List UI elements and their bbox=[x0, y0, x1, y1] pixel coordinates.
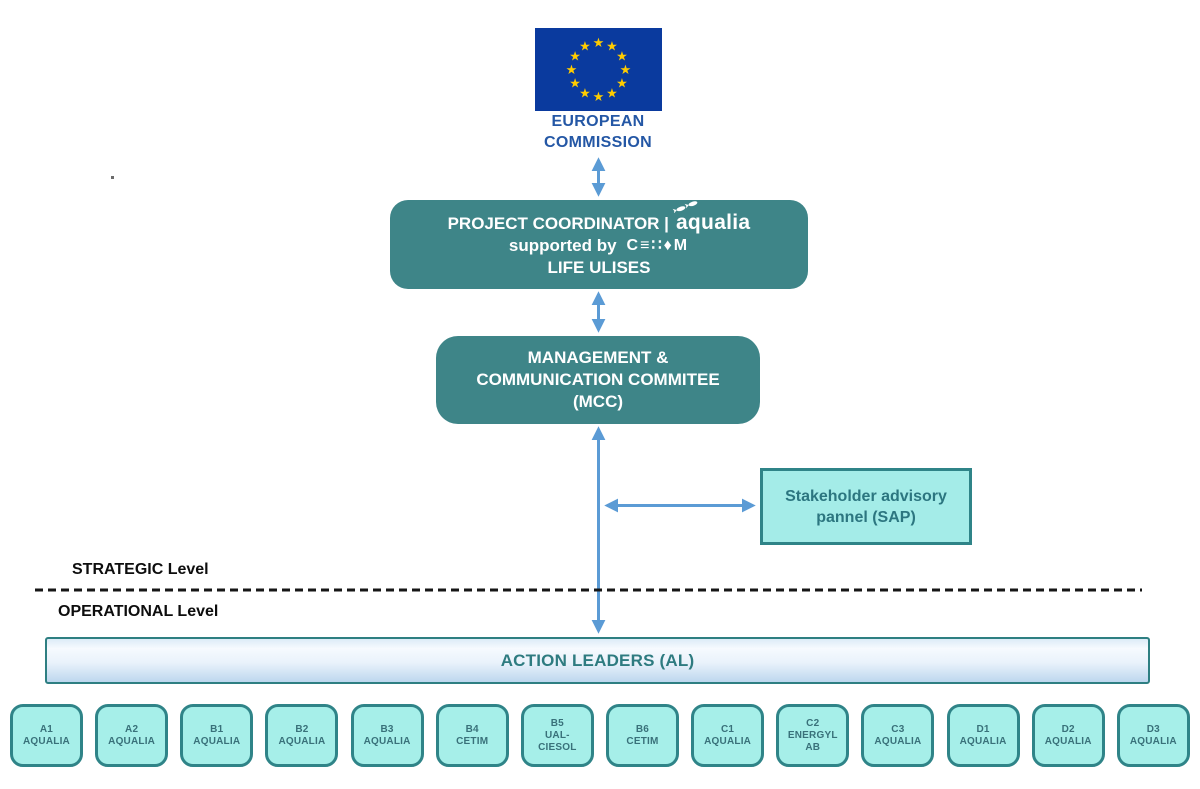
eu-flag-field bbox=[535, 28, 662, 111]
action-box: B6 CETIM bbox=[605, 704, 679, 767]
aqualia-logo: aqualia bbox=[672, 200, 751, 235]
eu-flag-stars: ★★★★★★★★★★★★ bbox=[566, 35, 632, 104]
svg-text:★: ★ bbox=[606, 39, 618, 54]
svg-text:★: ★ bbox=[569, 49, 581, 64]
supported-by-label: supported by bbox=[508, 235, 617, 255]
life-ulises-label: LIFE ULISES bbox=[547, 257, 651, 277]
action-box: B1 AQUALIA bbox=[180, 704, 254, 767]
action-box: C3 AQUALIA bbox=[861, 704, 935, 767]
stray-dot bbox=[111, 176, 114, 179]
action-box: A2 AQUALIA bbox=[95, 704, 169, 767]
action-box: C2 ENERGYL AB bbox=[776, 704, 850, 767]
svg-text:★: ★ bbox=[616, 76, 628, 91]
action-box: B5 UAL- CIESOL bbox=[520, 704, 594, 767]
cetim-logo: C≡∷♦M bbox=[626, 236, 690, 254]
action-box: D3 AQUALIA bbox=[1116, 704, 1190, 767]
action-box: C1 AQUALIA bbox=[691, 704, 765, 767]
sap-box: Stakeholder advisory pannel (SAP) bbox=[760, 468, 972, 545]
svg-text:★: ★ bbox=[593, 89, 605, 104]
action-leaders-bar: ACTION LEADERS (AL) bbox=[45, 637, 1150, 684]
eu-flag: ★★★★★★★★★★★★ bbox=[535, 28, 662, 111]
fish-icons bbox=[672, 200, 698, 213]
aqualia-wordmark: aqualia bbox=[675, 210, 751, 234]
action-box: B4 CETIM bbox=[435, 704, 509, 767]
project-coordinator-box: PROJECT COORDINATOR | aqualia bbox=[390, 200, 808, 289]
action-box: A1 AQUALIA bbox=[10, 704, 83, 767]
action-box: B3 AQUALIA bbox=[350, 704, 424, 767]
eu-commission-label: EUROPEAN COMMISSION bbox=[544, 113, 652, 151]
svg-text:★: ★ bbox=[620, 62, 632, 77]
mcc-box: MANAGEMENT & COMMUNICATION COMMITEE (MCC… bbox=[436, 336, 760, 424]
svg-text:★: ★ bbox=[606, 85, 618, 100]
action-box: D1 AQUALIA bbox=[946, 704, 1020, 767]
operational-level-label: OPERATIONAL Level bbox=[58, 603, 219, 620]
svg-text:★: ★ bbox=[616, 49, 628, 64]
coordinator-title: PROJECT COORDINATOR | bbox=[447, 213, 669, 233]
svg-text:★: ★ bbox=[566, 62, 578, 77]
action-box: B2 AQUALIA bbox=[265, 704, 339, 767]
svg-text:★: ★ bbox=[593, 35, 605, 50]
svg-text:★: ★ bbox=[579, 39, 591, 54]
action-box: D2 AQUALIA bbox=[1031, 704, 1105, 767]
svg-text:★: ★ bbox=[579, 85, 591, 100]
strategic-level-label: STRATEGIC Level bbox=[72, 561, 209, 578]
svg-text:★: ★ bbox=[569, 76, 581, 91]
